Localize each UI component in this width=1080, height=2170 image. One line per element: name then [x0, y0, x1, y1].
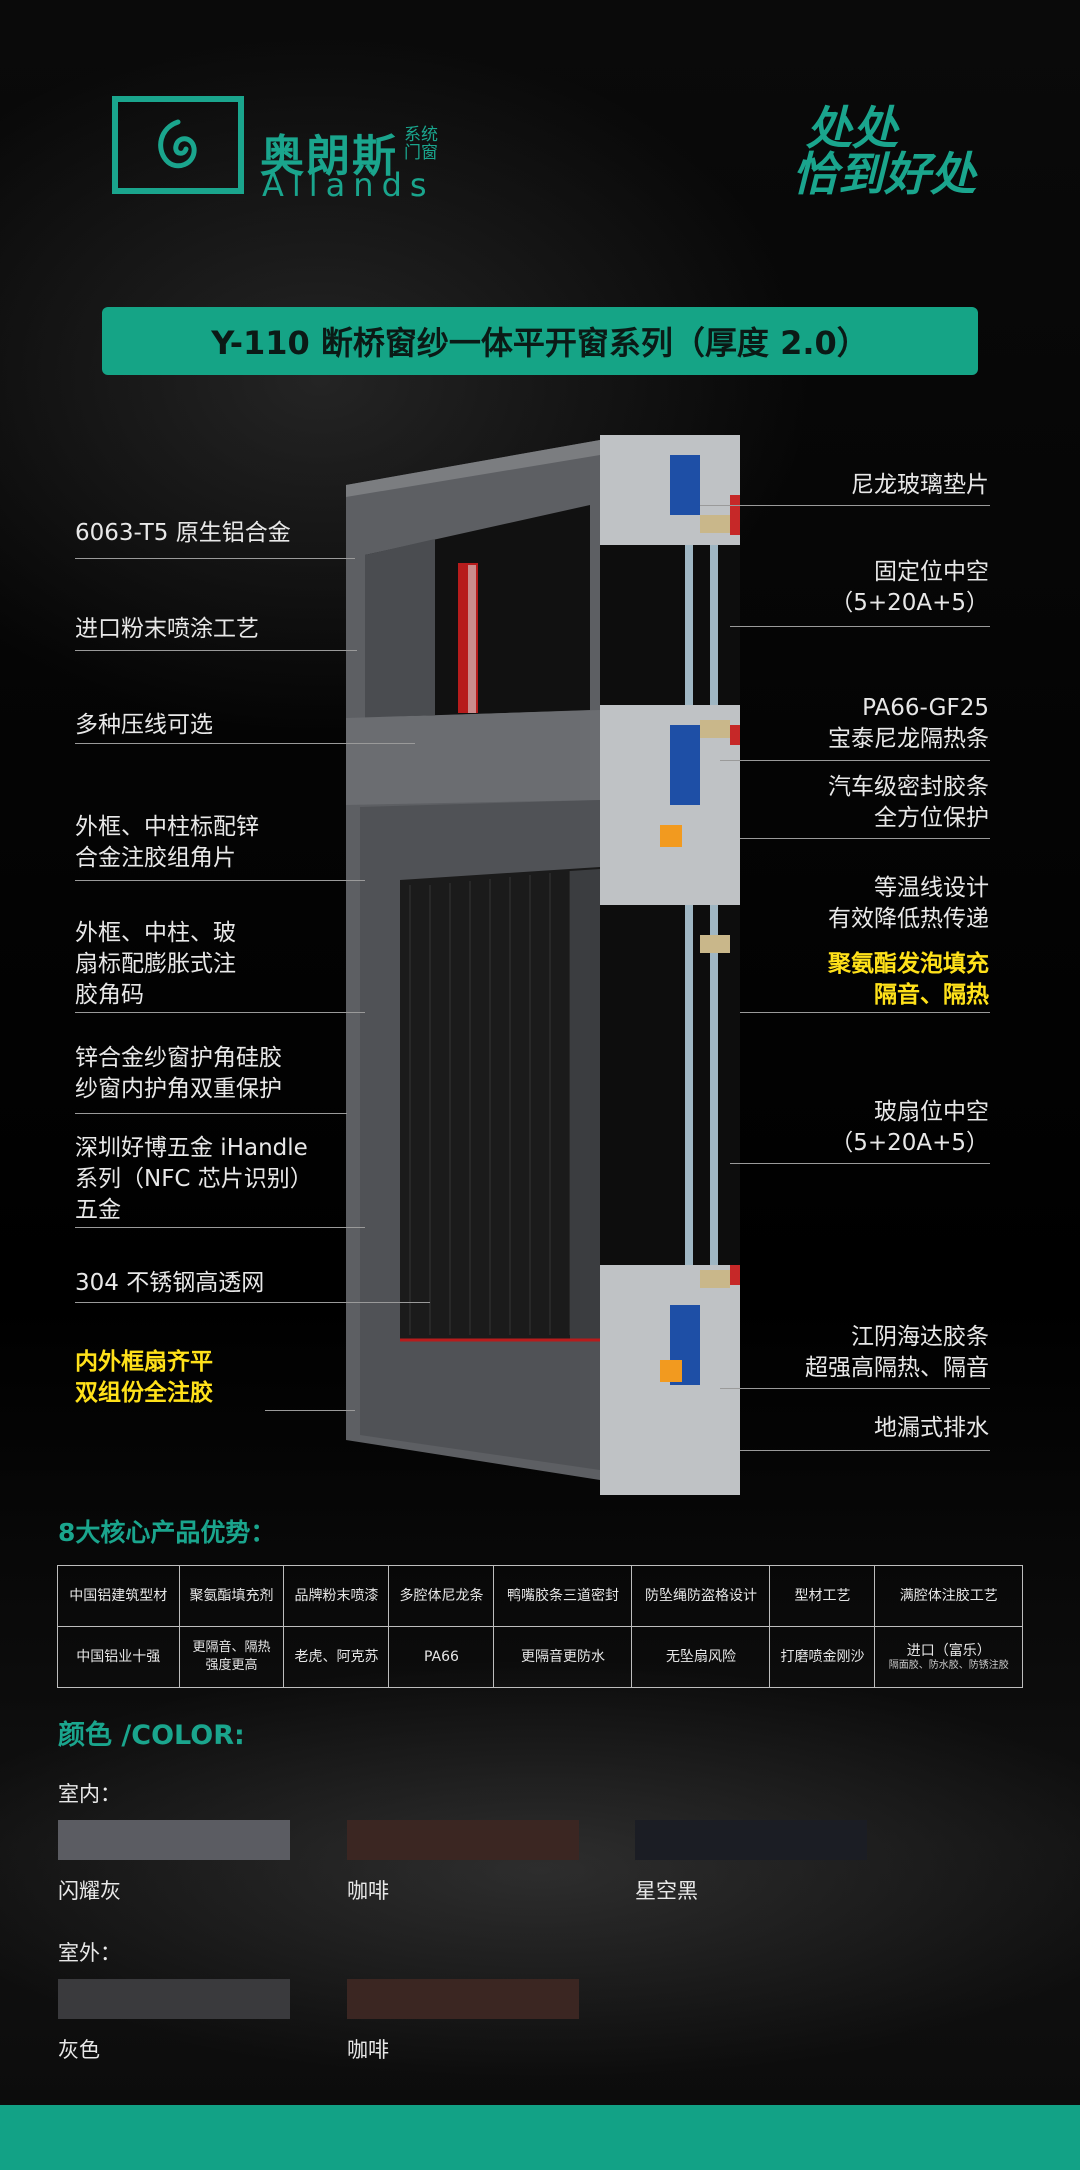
label-aluminum-alloy: 6063-T5 原生铝合金: [75, 520, 291, 546]
table-cell: PA66: [388, 1626, 495, 1688]
table-cell: 聚氨酯填充剂: [178, 1565, 285, 1627]
color-name: 灰色: [58, 2038, 100, 2062]
table-cell: 多腔体尼龙条: [388, 1565, 495, 1627]
leader-line: [75, 1012, 365, 1013]
color-name: 星空黑: [635, 1879, 698, 1903]
label-isotherm: 等温线设计 有效降低热传递: [828, 875, 989, 932]
leader-line: [75, 880, 365, 881]
leader-line: [720, 760, 990, 761]
outdoor-label: 室外：: [58, 1941, 121, 1965]
label-nylon-pad: 尼龙玻璃垫片: [851, 472, 989, 498]
brand-name-cn: 奥朗斯: [260, 131, 398, 182]
color-name: 咖啡: [347, 2038, 389, 2062]
leader-line: [75, 1113, 347, 1114]
color-name: 闪耀灰: [58, 1879, 121, 1903]
table-cell: 进口（富乐） 隔面胶、防水胶、防锈注胶: [874, 1626, 1023, 1688]
advantages-title: 8大核心产品优势：: [58, 1518, 276, 1547]
product-title: Y-110 断桥窗纱一体平开窗系列（厚度 2.0）: [211, 324, 869, 362]
footer-bar: [0, 2105, 1080, 2170]
label-bead-options: 多种压线可选: [75, 712, 213, 738]
label-stainless-mesh: 304 不锈钢高透网: [75, 1270, 265, 1296]
label-expansion-corner: 外框、中柱、玻 扇标配膨胀式注 胶角码: [75, 920, 236, 1008]
color-swatch-indoor-1: [58, 1820, 290, 1860]
label-zinc-corner: 外框、中柱标配锌 合金注胶组角片: [75, 814, 259, 871]
advantages-table: 中国铝建筑型材 聚氨酯填充剂 品牌粉末喷漆 多腔体尼龙条 鸭嘴胶条三道密封 防坠…: [57, 1565, 1023, 1688]
leader-line: [75, 558, 355, 559]
leader-line: [730, 1163, 990, 1164]
leader-line: [740, 1450, 990, 1451]
table-cell: 无坠扇风险: [631, 1626, 771, 1688]
color-name: 咖啡: [347, 1879, 389, 1903]
label-screen-protector: 锌合金纱窗护角硅胶 纱窗内护角双重保护: [75, 1045, 282, 1102]
leader-line: [75, 1302, 430, 1303]
color-swatch-indoor-2: [347, 1820, 579, 1860]
brand-logo-frame: [112, 96, 244, 194]
leader-line: [700, 505, 990, 506]
leader-line: [730, 626, 990, 627]
leader-line: [265, 1410, 355, 1411]
table-cell-main: 进口（富乐）: [906, 1643, 991, 1659]
leader-line: [75, 743, 415, 744]
table-row: 中国铝建筑型材 聚氨酯填充剂 品牌粉末喷漆 多腔体尼龙条 鸭嘴胶条三道密封 防坠…: [57, 1565, 1023, 1627]
leader-line: [720, 1388, 990, 1389]
label-pu-foam: 聚氨酯发泡填充 隔音、隔热: [828, 951, 989, 1008]
table-cell: 品牌粉末喷漆: [283, 1565, 390, 1627]
label-seal-strip: 汽车级密封胶条 全方位保护: [828, 774, 989, 831]
table-cell: 中国铝建筑型材: [57, 1565, 180, 1627]
brand-logo-icon: [158, 119, 197, 169]
table-cell: 中国铝业十强: [57, 1626, 180, 1688]
table-cell: 打磨喷金刚沙: [769, 1626, 876, 1688]
screen-mesh: [400, 867, 600, 1340]
table-cell: 鸭嘴胶条三道密封: [493, 1565, 633, 1627]
label-powder-coating: 进口粉末喷涂工艺: [75, 616, 259, 642]
leader-line: [740, 838, 990, 839]
color-swatch-indoor-3: [635, 1820, 867, 1860]
window-section-illustration: [346, 435, 740, 1495]
label-gasket: 江阴海达胶条 超强高隔热、隔音: [805, 1324, 989, 1381]
brand-subtitle: 系统门窗: [404, 125, 438, 163]
table-cell: 防坠绳防盗格设计: [631, 1565, 771, 1627]
table-cell: 型材工艺: [769, 1565, 876, 1627]
brand-name-en: Allands: [262, 166, 435, 204]
slogan-line-2: 恰到好处: [792, 147, 976, 201]
screen-mesh-pattern: [409, 871, 571, 1335]
leader-line: [75, 650, 357, 651]
table-cell: 更隔音更防水: [493, 1626, 633, 1688]
label-hardware: 深圳好博五金 iHandle 系列（NFC 芯片识别） 五金: [75, 1135, 313, 1223]
table-cell: 满腔体注胶工艺: [874, 1565, 1023, 1627]
label-drainage: 地漏式排水: [874, 1415, 989, 1441]
label-thermal-strip: PA66-GF25 宝泰尼龙隔热条: [828, 695, 989, 752]
label-flush-frame: 内外框扇齐平 双组份全注胶: [75, 1349, 213, 1406]
label-sash-glass: 玻扇位中空 （5+20A+5）: [830, 1099, 989, 1156]
product-title-bar: Y-110 断桥窗纱一体平开窗系列（厚度 2.0）: [102, 307, 978, 375]
color-swatch-outdoor-1: [58, 1979, 290, 2019]
table-cell: 更隔音、隔热 强度更高: [178, 1626, 285, 1688]
leader-line: [75, 1227, 365, 1228]
label-fixed-glass: 固定位中空 （5+20A+5）: [830, 559, 989, 616]
indoor-label: 室内：: [58, 1782, 121, 1806]
color-section-title: 颜色 /COLOR:: [58, 1720, 245, 1751]
slogan-line-1: 处处: [806, 101, 898, 155]
table-row: 中国铝业十强 更隔音、隔热 强度更高 老虎、阿克苏 PA66 更隔音更防水 无坠…: [57, 1626, 1023, 1688]
color-swatch-outdoor-2: [347, 1979, 579, 2019]
leader-line: [740, 1012, 990, 1013]
table-cell-note: 隔面胶、防水胶、防锈注胶: [888, 1660, 1009, 1671]
table-cell: 老虎、阿克苏: [283, 1626, 390, 1688]
